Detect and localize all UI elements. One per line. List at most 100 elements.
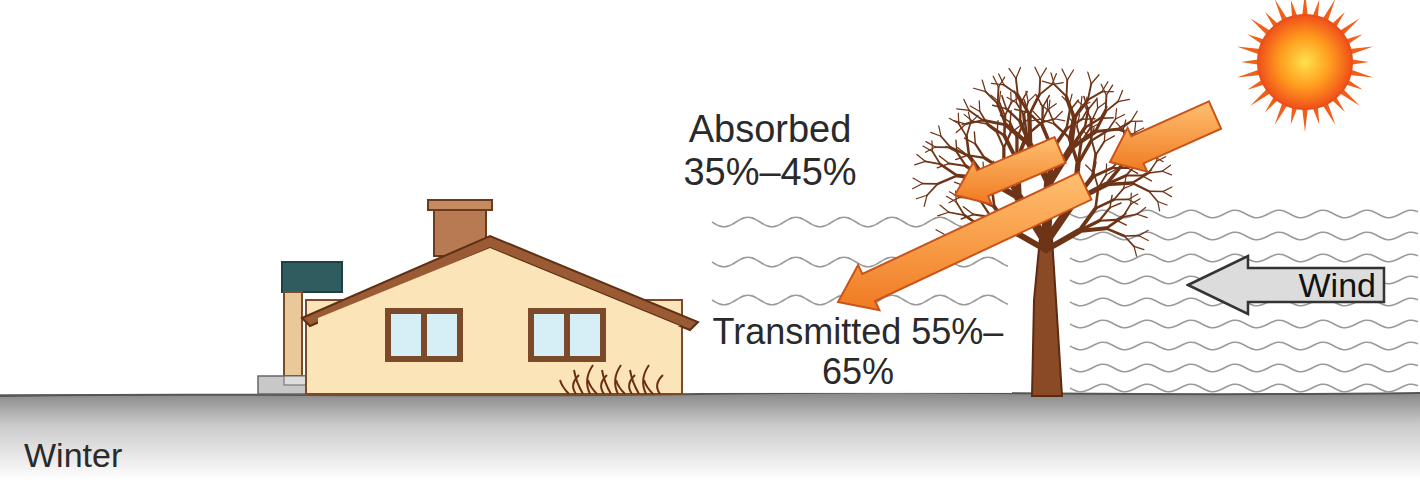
tree-branch (992, 83, 1004, 85)
tree-branch (925, 147, 935, 152)
tree-branch (1090, 123, 1100, 129)
tree-branch (1067, 70, 1073, 80)
tree-branch (1077, 126, 1081, 142)
tree-branch (1135, 122, 1136, 132)
tree-branch (1049, 111, 1055, 124)
tree-branch (1049, 100, 1050, 110)
gable (318, 248, 680, 326)
tree-branch (1020, 122, 1030, 146)
tree-branch (955, 140, 957, 152)
tree-branch (1098, 102, 1106, 108)
window-glass (427, 314, 457, 356)
sunlight-arrows (838, 101, 1221, 310)
tree-branch (979, 101, 981, 112)
tree-branch (1149, 190, 1163, 192)
wind-line (1070, 364, 1418, 372)
tree-branch (1104, 130, 1106, 142)
tree-branch (1114, 188, 1124, 199)
tree-branch (1158, 201, 1160, 210)
tree-branch (1101, 84, 1106, 95)
bush-twig (602, 370, 611, 394)
tree-branch (1015, 109, 1029, 112)
tree-branch (1096, 188, 1099, 209)
tree-branch (1078, 142, 1081, 164)
tree-branch (1040, 68, 1046, 78)
tree-branch (1069, 94, 1072, 104)
tree-branch (999, 74, 1004, 85)
tree-branch (1083, 130, 1091, 139)
tree-branch (1162, 171, 1171, 175)
tree-branch (1091, 139, 1095, 155)
tree-branch (1079, 221, 1099, 231)
tree-branch (1088, 99, 1096, 109)
tree-branch (1016, 78, 1018, 94)
sunlight-arrow (1110, 101, 1221, 171)
tree-branch (964, 99, 969, 110)
tree-branch (1096, 141, 1105, 154)
tree-branch (1099, 208, 1110, 221)
tree-branch (983, 120, 1006, 125)
house (258, 200, 698, 394)
tree-branch (1112, 167, 1128, 169)
porch-post (284, 292, 302, 376)
ground-line (0, 393, 1420, 396)
tree-branch (993, 76, 998, 87)
bush-twig (630, 370, 639, 394)
tree-branch (1038, 78, 1041, 94)
tree-branch (974, 88, 986, 91)
porch-roof (282, 262, 342, 292)
tree-branch (1009, 68, 1016, 78)
tree-branch (1024, 100, 1028, 113)
tree-branch (964, 114, 972, 121)
tree-branch (1077, 101, 1085, 108)
tree-branch (999, 91, 1000, 102)
tree-branch (1114, 199, 1129, 201)
tree-branch (1116, 214, 1126, 220)
tree-branch (1096, 98, 1098, 108)
tree-branch (1022, 111, 1024, 123)
tree-branch (1043, 96, 1050, 108)
tree-branch (974, 132, 976, 144)
tree-branch (1033, 111, 1040, 119)
wind-line (1070, 342, 1418, 350)
tree-branch (1042, 81, 1054, 84)
tree-branch (1052, 74, 1057, 85)
tree-branch (1108, 119, 1116, 131)
tree-branch (970, 106, 979, 111)
sunlight-arrow (838, 172, 1091, 310)
tree-branch (1105, 164, 1107, 175)
bush-twig (560, 380, 569, 394)
wind-label: Wind (1299, 266, 1376, 305)
tree-branch (1054, 85, 1066, 97)
tree-branch (1118, 91, 1123, 102)
bush-twig (657, 375, 663, 394)
arrow-shape (1188, 256, 1384, 314)
tree-branch (997, 87, 1000, 103)
window-glass (391, 314, 421, 356)
tree-branch (1110, 203, 1121, 208)
tree-branch (1124, 185, 1134, 189)
tree-branch (1086, 165, 1094, 173)
tree-branch (1091, 128, 1094, 140)
tree-branch (1116, 220, 1127, 225)
tree-branch (1039, 85, 1051, 95)
tree-branch (1131, 199, 1140, 204)
tree-branch (1004, 133, 1011, 148)
tree-branch (1139, 236, 1148, 241)
tree-branch (987, 124, 1004, 136)
window-glass (534, 314, 564, 356)
bush-twig (588, 380, 597, 394)
window-frame (528, 308, 606, 362)
tree-branch (946, 146, 957, 152)
tree-branch (1089, 117, 1091, 129)
tree-branch (1163, 192, 1172, 197)
tree-branch (1100, 117, 1113, 119)
tree-branch (1094, 173, 1098, 188)
tree-branch (1130, 193, 1132, 204)
tree-branch (968, 112, 970, 122)
tree-branch (917, 154, 925, 161)
tree-branch (1126, 175, 1142, 177)
tree-branch (1014, 91, 1020, 103)
tree-branch (1016, 67, 1021, 78)
